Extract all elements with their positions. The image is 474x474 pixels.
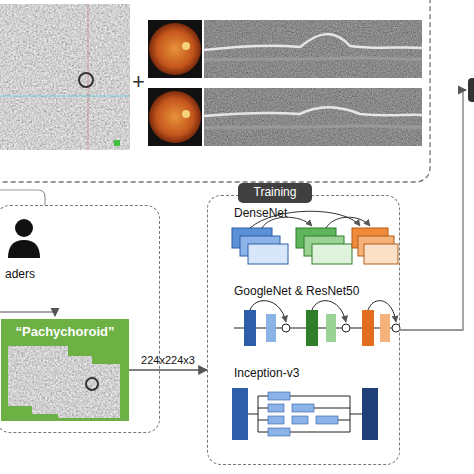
skip-arrow bbox=[326, 217, 370, 228]
layer-block bbox=[244, 310, 256, 346]
layer-block bbox=[362, 388, 378, 440]
layer-block bbox=[292, 416, 308, 424]
oct-thumbnail bbox=[32, 356, 92, 414]
oct-b-scan bbox=[204, 20, 422, 146]
bracket-line bbox=[0, 190, 45, 205]
layer-block bbox=[232, 388, 248, 440]
grader-panel: “Pachychoroid” aders bbox=[0, 205, 160, 433]
training-panel: Training bbox=[207, 195, 400, 465]
layer-block bbox=[268, 404, 284, 412]
layer-block bbox=[268, 392, 290, 400]
sum-node bbox=[282, 324, 290, 332]
photo-frame bbox=[148, 88, 202, 146]
dashed-panel bbox=[0, 0, 430, 182]
layer-block bbox=[312, 244, 352, 264]
person-icon bbox=[8, 219, 40, 258]
optic-disc bbox=[182, 42, 190, 50]
layer-block bbox=[326, 314, 336, 342]
flow-arrow bbox=[129, 369, 207, 370]
branch-lines bbox=[258, 396, 268, 432]
layer-block bbox=[362, 310, 374, 346]
layer-block bbox=[268, 416, 284, 424]
optic-disc bbox=[182, 110, 190, 118]
retina-layer bbox=[204, 34, 422, 50]
fundus-disc bbox=[149, 23, 201, 75]
en-face-oct-image bbox=[0, 4, 130, 150]
sum-node bbox=[392, 324, 400, 332]
model-name: GoogleNet & ResNet50 bbox=[234, 285, 359, 298]
node-text: aders bbox=[5, 268, 95, 282]
connector-layer bbox=[129, 370, 207, 371]
resnet-symbol bbox=[234, 301, 400, 346]
photo-frame bbox=[148, 20, 202, 78]
choroid-layer bbox=[204, 58, 422, 60]
skip-arrow bbox=[312, 301, 346, 322]
crosshair-line bbox=[88, 4, 89, 150]
inception-symbol bbox=[232, 388, 378, 440]
model-name: Inception-v3 bbox=[234, 367, 299, 380]
layer-block bbox=[380, 314, 390, 342]
output-line bbox=[400, 90, 466, 330]
person-body bbox=[8, 240, 40, 258]
sum-node bbox=[342, 324, 350, 332]
plus-sign: + bbox=[132, 70, 145, 94]
heading-tab: Training bbox=[238, 183, 312, 203]
edge-label: 224x224x3 bbox=[141, 354, 195, 366]
layer-block bbox=[248, 244, 288, 264]
person-head bbox=[15, 219, 33, 237]
sample-images bbox=[8, 346, 120, 418]
merge-lines bbox=[290, 396, 362, 432]
class-box: “Pachychoroid” bbox=[1, 319, 129, 421]
scan-texture bbox=[204, 20, 422, 78]
feed-arrow bbox=[0, 312, 55, 316]
layer-block bbox=[268, 428, 290, 436]
cropped-box bbox=[468, 78, 474, 102]
oct-thumbnail bbox=[58, 364, 120, 418]
crosshair-line bbox=[0, 96, 130, 97]
skip-arrow bbox=[368, 301, 396, 322]
skip-arrow bbox=[250, 301, 286, 322]
marker-square bbox=[114, 140, 120, 146]
layer-block bbox=[364, 244, 398, 264]
choroid-layer bbox=[204, 126, 422, 128]
fundus-photo bbox=[148, 20, 202, 146]
optic-disc bbox=[86, 378, 98, 390]
scan-texture bbox=[204, 88, 422, 146]
retina-layer bbox=[204, 107, 422, 116]
flow-line bbox=[248, 414, 258, 415]
layer-block bbox=[292, 404, 314, 412]
layer-block bbox=[316, 416, 338, 424]
fundus-disc bbox=[149, 91, 201, 143]
layer-block bbox=[266, 314, 276, 342]
oct-texture bbox=[0, 4, 130, 150]
oct-thumbnail bbox=[8, 346, 68, 406]
model-name: DenseNet bbox=[234, 207, 287, 220]
node-text: “Pachychoroid” bbox=[1, 325, 129, 340]
optic-disc bbox=[79, 73, 93, 87]
layer-block bbox=[306, 310, 318, 346]
